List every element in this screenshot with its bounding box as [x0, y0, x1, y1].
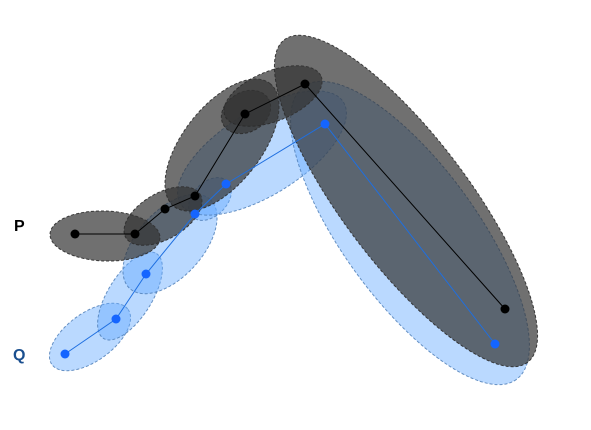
- p-points: [70, 79, 510, 314]
- p-point: [160, 204, 170, 214]
- p-point: [70, 229, 80, 239]
- p-point: [240, 109, 250, 119]
- q-point: [60, 349, 70, 359]
- p-point: [190, 191, 200, 201]
- p-point: [130, 229, 140, 239]
- q-point: [111, 314, 121, 324]
- q-point: [490, 339, 500, 349]
- p-label: P: [14, 218, 25, 235]
- q-points: [60, 119, 500, 359]
- q-point: [320, 119, 330, 129]
- p-ellipse-6: [273, 34, 539, 368]
- q-point: [190, 209, 200, 219]
- p-point: [300, 79, 310, 89]
- q-label: Q: [13, 347, 25, 364]
- p-uncertainty-regions: [49, 34, 539, 368]
- q-point: [141, 269, 151, 279]
- p-point: [500, 304, 510, 314]
- q-point: [221, 179, 231, 189]
